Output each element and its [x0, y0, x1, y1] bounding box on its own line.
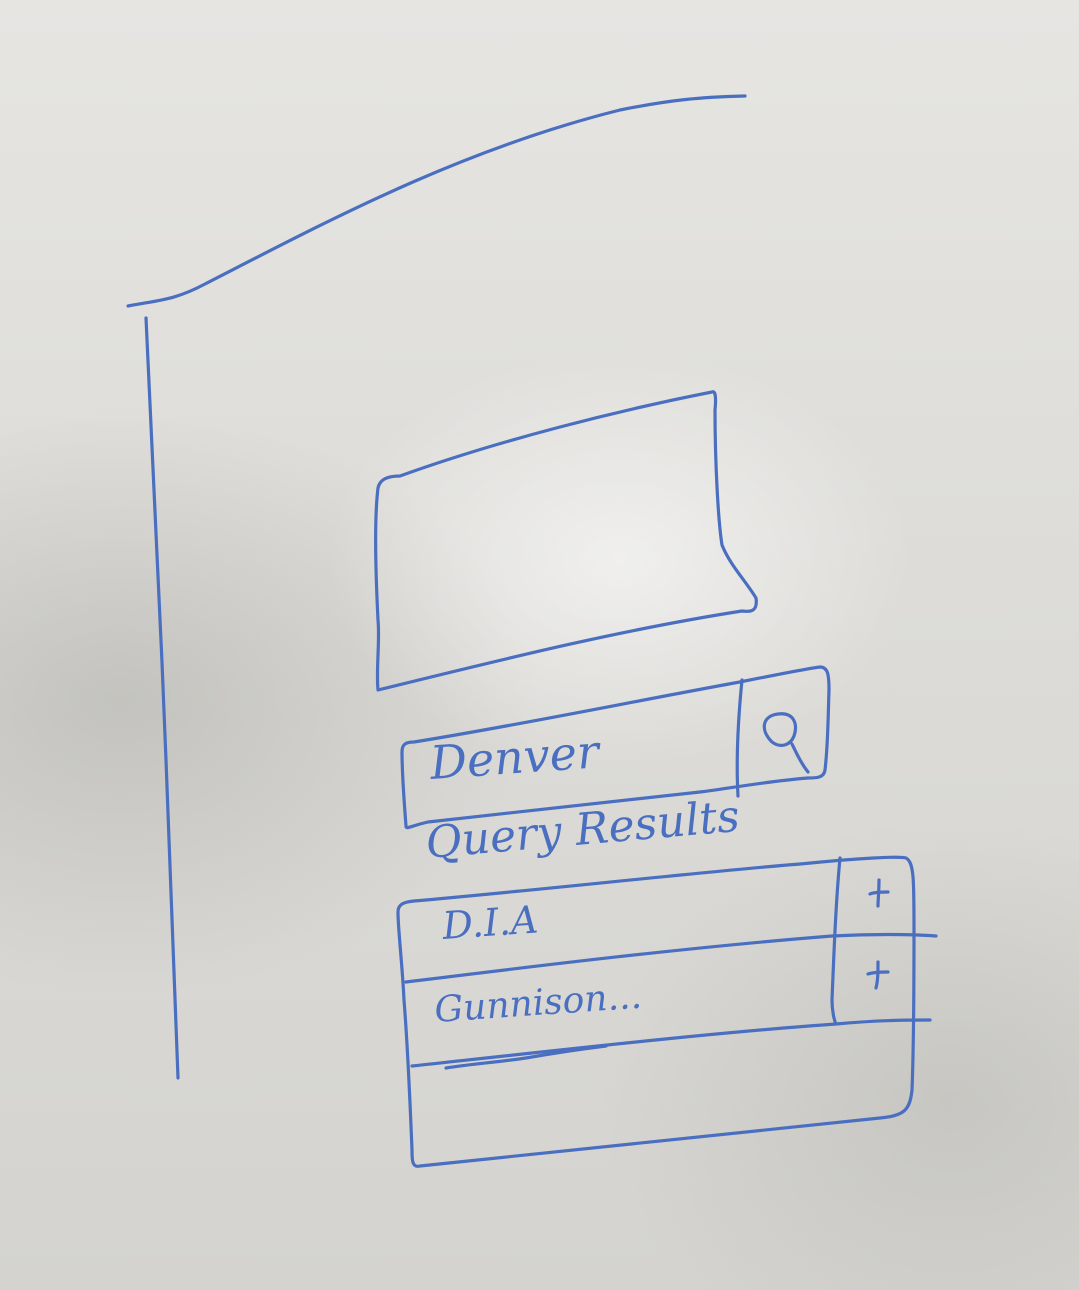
results-row-divider-1	[404, 932, 938, 984]
search-box	[400, 665, 831, 830]
frame-left-edge	[144, 316, 180, 1080]
results-action-divider	[830, 856, 842, 1026]
result-row-2[interactable]	[400, 972, 830, 1052]
result-row-1[interactable]	[400, 886, 830, 966]
search-divider	[735, 678, 744, 798]
search-icon-glyph	[762, 712, 810, 774]
search-input[interactable]	[402, 730, 732, 830]
row-2-underline	[444, 1044, 608, 1070]
frame-top-edge	[126, 94, 747, 308]
add-result-1-button[interactable]	[836, 860, 914, 930]
plus-icon-row-2-glyph	[866, 960, 890, 990]
results-row-divider-2	[410, 1018, 932, 1068]
map-placeholder	[374, 390, 758, 692]
results-list-box	[396, 855, 916, 1168]
add-result-2-button[interactable]	[836, 940, 914, 1022]
plus-icon-row-1-glyph	[868, 878, 890, 908]
search-button[interactable]	[738, 680, 826, 792]
